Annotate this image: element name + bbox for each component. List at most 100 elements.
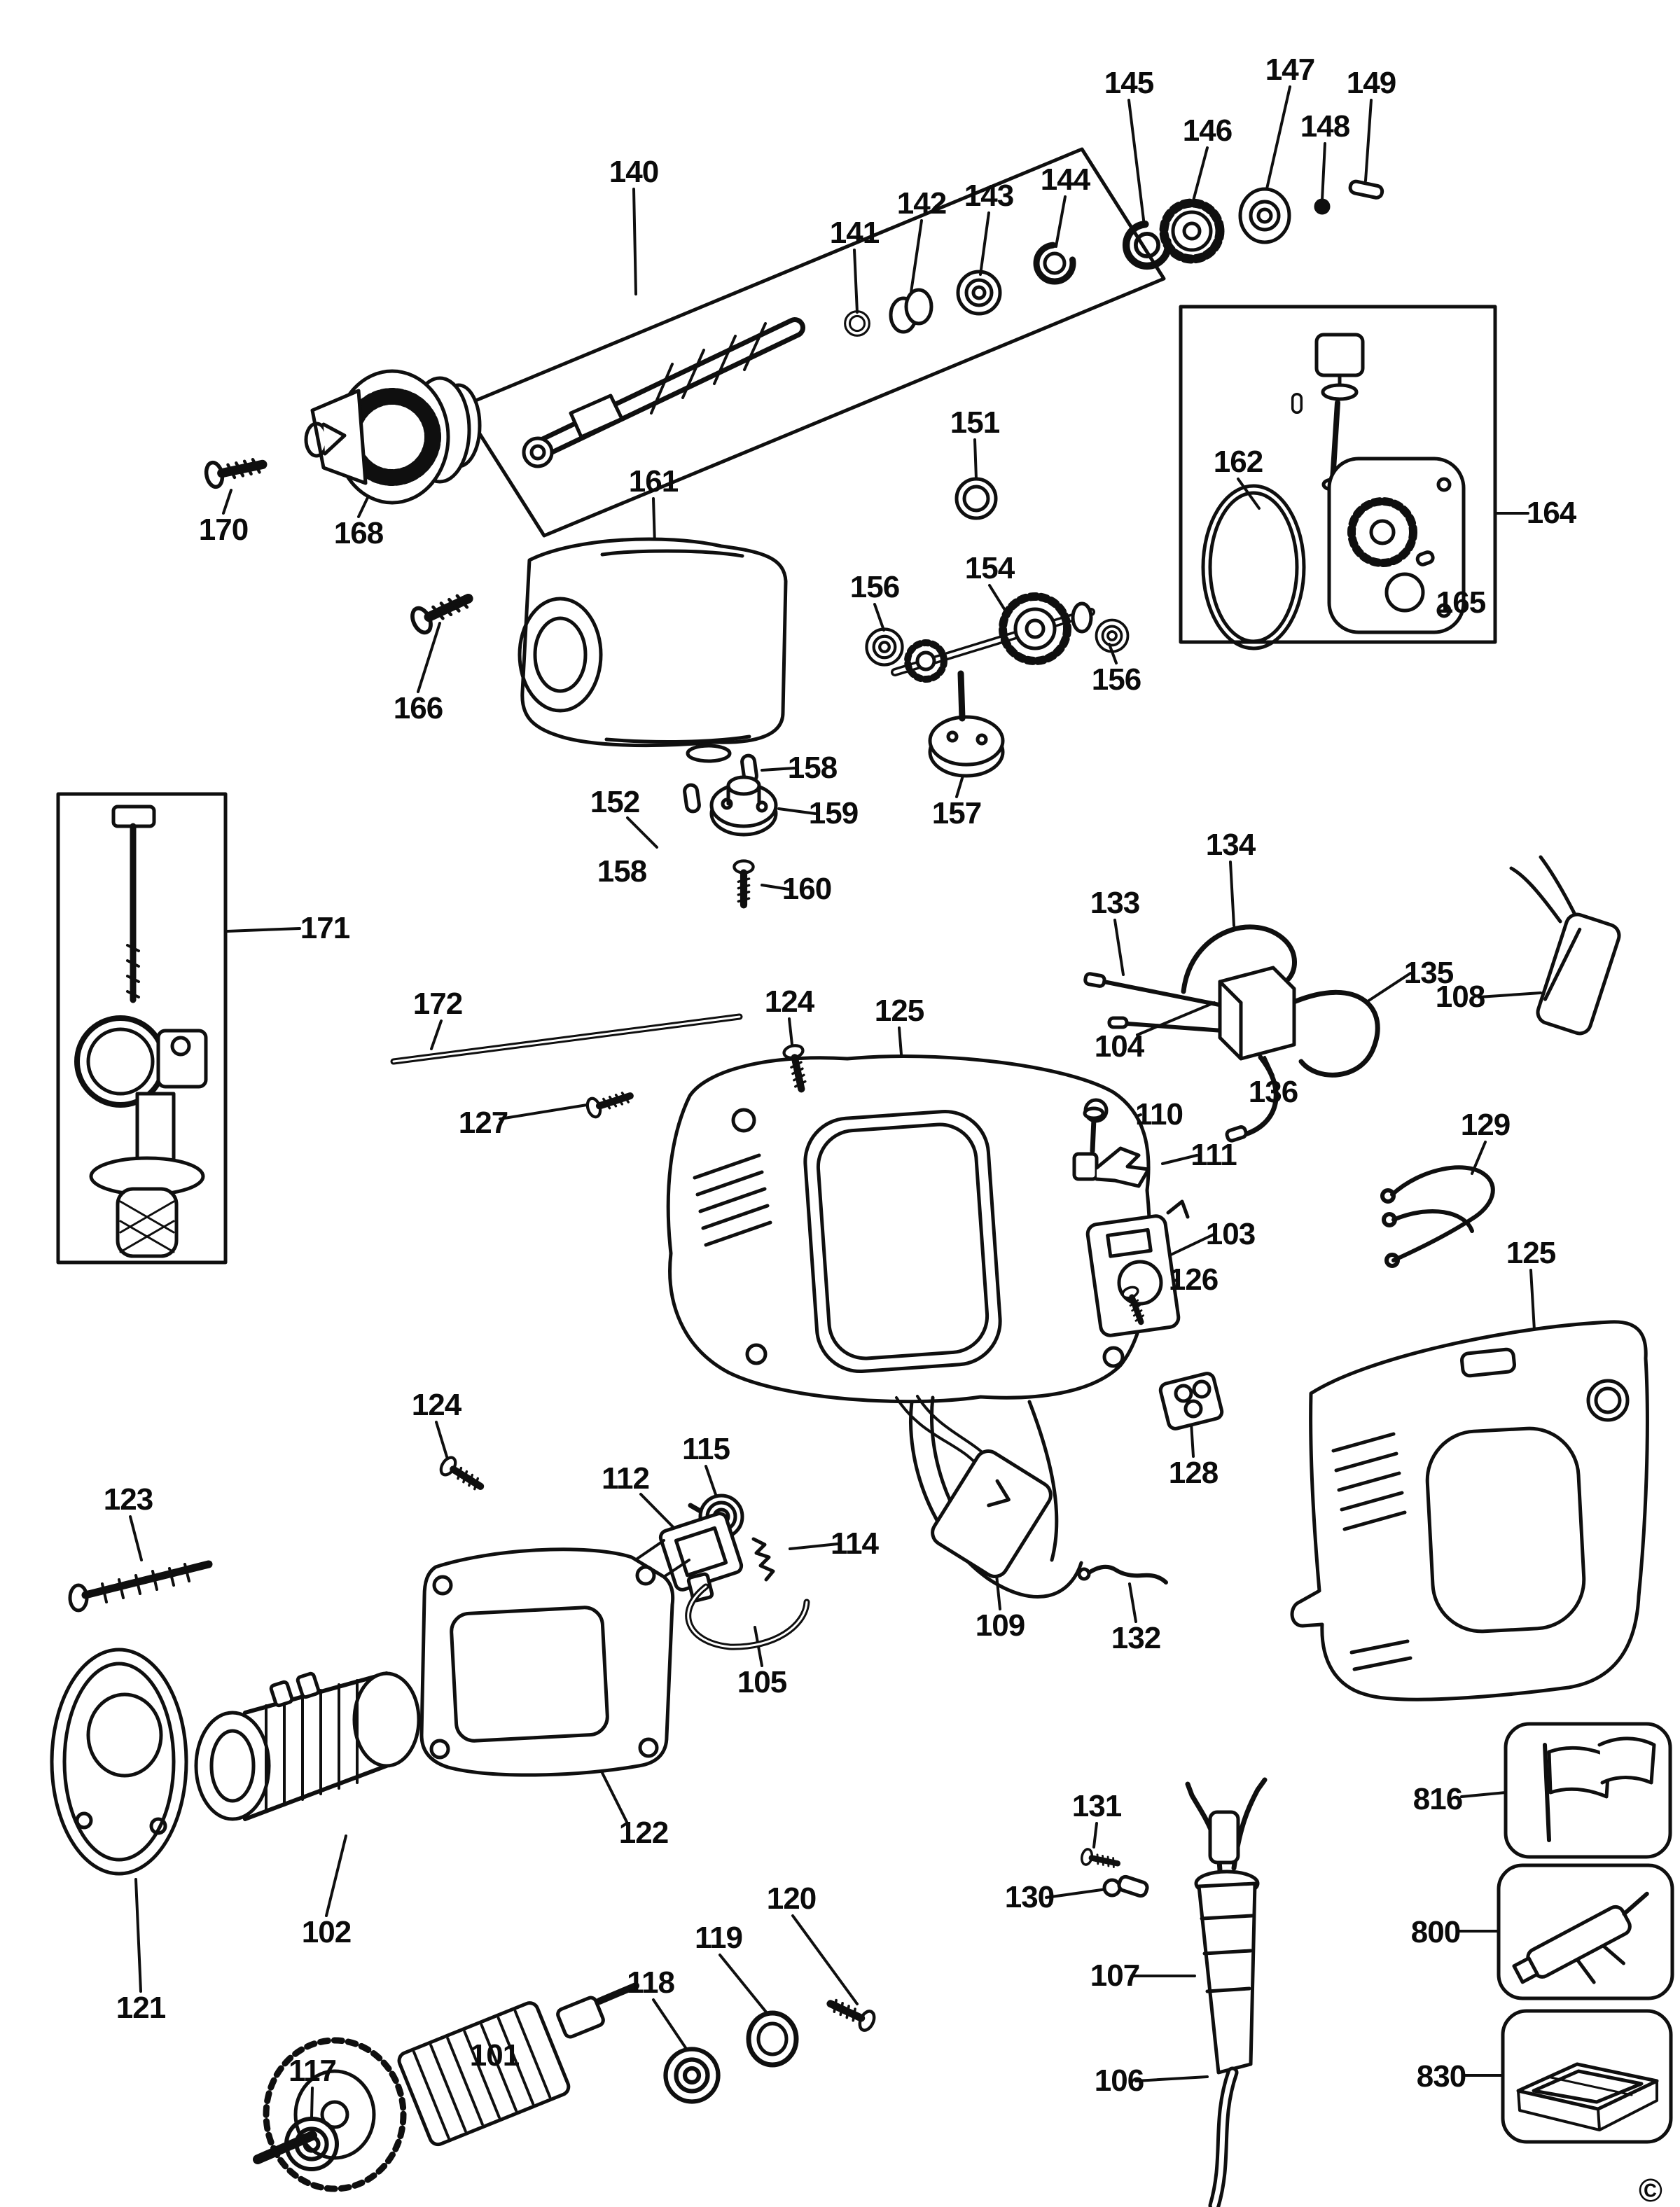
part-bearing-147 [1238, 187, 1291, 244]
part-label-148: 148 [1300, 109, 1350, 144]
part-circlip-144 [1036, 245, 1073, 281]
accessory-box-816 [1504, 1722, 1672, 1859]
part-label-161: 161 [628, 464, 679, 499]
part-label-158: 158 [787, 751, 838, 785]
part-label-111: 111 [1190, 1138, 1237, 1172]
part-label-144: 144 [1040, 162, 1090, 197]
part-capacitor-108 [1509, 855, 1621, 1036]
part-label-124: 124 [411, 1388, 461, 1422]
part-label-105: 105 [737, 1665, 787, 1699]
part-bushing-151 [957, 479, 996, 518]
group-box-171 [56, 792, 228, 1265]
part-label-123: 123 [103, 1482, 153, 1517]
part-spindle-140 [522, 317, 805, 468]
part-label-160: 160 [782, 872, 832, 906]
part-housing-half-164 [1327, 457, 1466, 634]
group-box-140 [460, 147, 1166, 538]
part-wire-132 [1077, 1564, 1168, 1585]
part-cord-protector-107 [1185, 1777, 1268, 2075]
part-label-152: 152 [590, 785, 640, 819]
part-label-159: 159 [808, 796, 859, 830]
part-label-101: 101 [469, 2038, 520, 2073]
part-field-coil-104 [1083, 924, 1380, 1143]
part-label-125: 125 [874, 994, 924, 1028]
part-chuck-168 [304, 369, 482, 505]
part-label-830: 830 [1416, 2059, 1466, 2094]
part-label-172: 172 [412, 987, 463, 1021]
part-label-800: 800 [1410, 1915, 1461, 1949]
part-label-151: 151 [950, 405, 1000, 440]
part-pin-165 [1415, 550, 1435, 566]
part-gear-146 [1164, 203, 1220, 259]
part-label-104: 104 [1094, 1029, 1144, 1064]
part-oring-141 [844, 310, 870, 337]
part-washer-119 [746, 2010, 799, 2068]
part-housing-right-125 [1290, 1320, 1649, 1701]
part-bearing-156a [867, 629, 903, 665]
part-terminal-130 [1102, 1874, 1149, 1898]
part-label-127: 127 [458, 1106, 508, 1140]
part-brush-spring-114 [751, 1537, 775, 1582]
part-bearing-plate-121 [50, 1648, 188, 1876]
part-label-106: 106 [1094, 2063, 1144, 2098]
part-label-145: 145 [1104, 66, 1154, 100]
part-label-124: 124 [764, 984, 814, 1019]
accessory-box-800 [1497, 1863, 1674, 2000]
part-label-102: 102 [301, 1915, 352, 1949]
part-bearing-143 [958, 272, 1000, 314]
part-screw-120 [826, 1995, 877, 2033]
part-label-108: 108 [1435, 980, 1485, 1014]
part-label-130: 130 [1004, 1880, 1055, 1914]
part-side-handle-171 [74, 805, 208, 1258]
part-bearing-118 [666, 2049, 718, 2102]
part-label-164: 164 [1526, 496, 1576, 530]
part-brush-lead-105 [685, 1572, 810, 1650]
part-label-142: 142 [896, 186, 947, 221]
part-label-133: 133 [1090, 886, 1140, 920]
part-label-122: 122 [618, 1816, 669, 1850]
part-push-pin-110 [1083, 1106, 1105, 1154]
part-screw-170 [204, 452, 265, 488]
part-screw-124b [438, 1455, 486, 1494]
part-label-147: 147 [1265, 53, 1315, 87]
part-label-170: 170 [198, 513, 249, 547]
part-label-141: 141 [829, 216, 880, 250]
part-ball-148 [1314, 198, 1331, 215]
part-label-143: 143 [964, 179, 1014, 213]
accessory-box-830 [1501, 2009, 1673, 2144]
part-pinion-shaft-154 [891, 592, 1095, 683]
part-gasket-162 [1201, 484, 1306, 650]
grease-gun-icon [1512, 1891, 1649, 1984]
part-label-121: 121 [116, 1991, 166, 2025]
part-label-156: 156 [1091, 662, 1141, 697]
part-label-162: 162 [1213, 445, 1263, 479]
part-label-136: 136 [1248, 1075, 1298, 1109]
part-screw-166 [409, 587, 474, 635]
part-label-134: 134 [1205, 828, 1256, 862]
part-terminal-block-128 [1158, 1372, 1224, 1430]
part-pin-149 [1348, 179, 1384, 200]
part-cord-anchor-109 [909, 1395, 1083, 1599]
part-armature-101 [253, 1982, 639, 2192]
part-housing-left-125 [666, 1054, 1152, 1475]
part-label-168: 168 [333, 516, 384, 550]
part-clutch-plate-157 [928, 670, 1005, 778]
part-label-135: 135 [1403, 956, 1454, 990]
part-screw-127 [585, 1087, 633, 1118]
part-pin-158b [683, 784, 700, 812]
part-motor-housing-122 [419, 1539, 690, 1777]
part-cord-106 [1208, 2066, 1239, 2207]
part-label-128: 128 [1168, 1456, 1219, 1490]
part-screw-160 [734, 861, 753, 905]
part-washers-142 [889, 288, 933, 334]
part-label-129: 129 [1460, 1108, 1511, 1142]
part-label-114: 114 [831, 1526, 879, 1561]
part-label-816: 816 [1412, 1782, 1463, 1816]
part-label-109: 109 [975, 1608, 1025, 1643]
part-label-166: 166 [393, 691, 443, 725]
part-label-154: 154 [964, 551, 1015, 585]
part-screw-123 [68, 1560, 213, 1613]
part-label-156: 156 [849, 570, 900, 604]
